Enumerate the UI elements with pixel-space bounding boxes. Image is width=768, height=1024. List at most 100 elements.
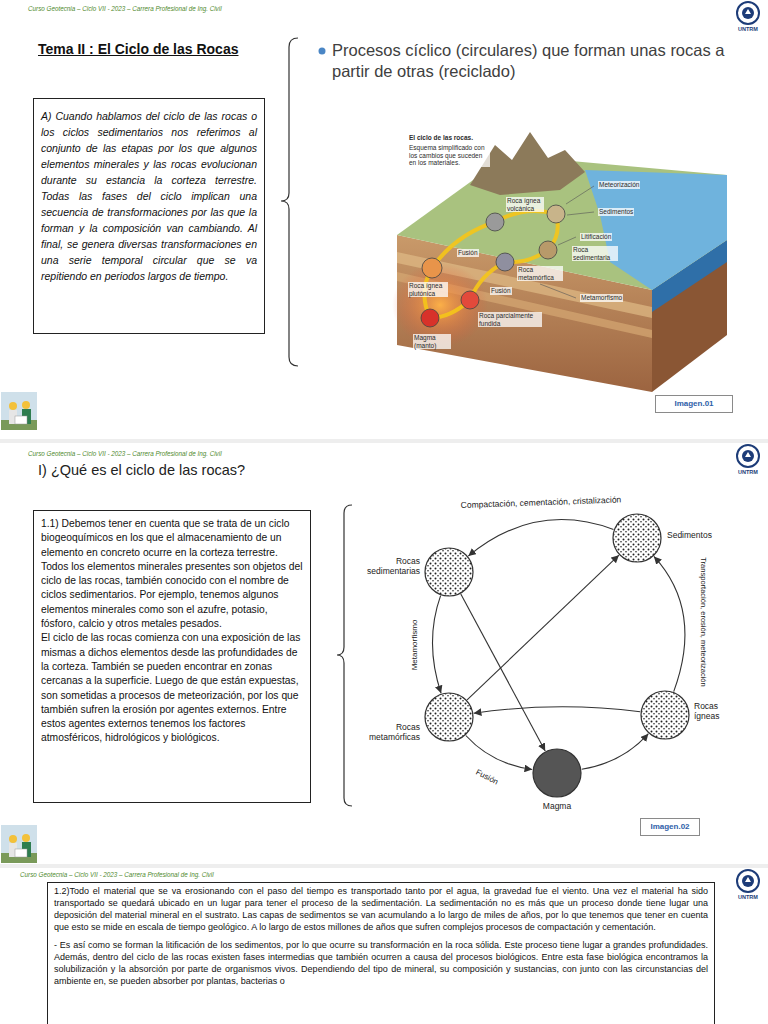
- rock-disc: [425, 548, 473, 596]
- plan-sheet: [15, 416, 27, 424]
- logo-caption: UNTRM: [730, 26, 766, 32]
- rock-sample: [486, 213, 504, 231]
- photo-icon: [1, 825, 37, 863]
- process-label: Litificación: [580, 233, 612, 241]
- magma-circle: Magma: [532, 748, 582, 798]
- logo-caption: UNTRM: [730, 894, 766, 900]
- paragraph: 1.1) Debemos tener en cuenta que se trat…: [41, 517, 303, 631]
- logo-core: [742, 875, 754, 887]
- rock-label: Roca ígnea plutónica: [408, 282, 448, 297]
- rock-disc: [613, 514, 661, 562]
- rock-name: Sedimentos: [667, 530, 727, 540]
- cycle-arrow: [467, 555, 619, 700]
- text-box: 1.1) Debemos tener en cuenta que se trat…: [33, 510, 311, 803]
- logo-core: [742, 7, 754, 19]
- bullet-text: Procesos cíclico (circulares) que forman…: [332, 40, 757, 82]
- process-label: Fusión: [457, 249, 479, 257]
- process-label: Sedimentos: [598, 208, 634, 216]
- cycle-arrow: [466, 736, 532, 770]
- helmet: [22, 401, 30, 409]
- leader-line: [540, 284, 576, 298]
- rock-disc: [641, 691, 689, 739]
- course-header: Curso Geotecnia – Ciclo VII - 2023 – Car…: [20, 871, 214, 878]
- university-logo: [737, 870, 759, 892]
- plan-sheet: [15, 849, 27, 857]
- process-label: Compactación, cementación, cristalizació…: [459, 495, 624, 510]
- paragraph: El ciclo de las rocas comienza con una e…: [41, 631, 303, 745]
- process-label: Meteorización: [598, 181, 640, 189]
- rock-sample: [496, 253, 514, 271]
- cycle-arrow: [468, 520, 613, 557]
- process-label: Fusión: [490, 287, 512, 295]
- curly-brace: [281, 38, 298, 366]
- rock-label: Roca ígnea volcánica: [506, 197, 544, 212]
- photo-icon: [1, 392, 37, 430]
- rock-disc: [425, 693, 473, 741]
- rock-circle: Rocas metamórficas: [424, 692, 474, 742]
- rock-sample: [547, 205, 565, 223]
- course-header: Curso Geotecnia – Ciclo VII - 2023 – Car…: [28, 450, 222, 457]
- slide-heading: I) ¿Qué es el ciclo de las rocas?: [38, 462, 245, 478]
- circle-outline: [424, 547, 474, 597]
- logo-ring: [737, 445, 759, 467]
- photo-sky: [1, 392, 37, 430]
- logo-mark: [745, 877, 751, 882]
- rock-sample: [461, 291, 479, 309]
- cycle-arrow: [654, 556, 685, 691]
- sea-surface: [585, 170, 727, 290]
- cycle-arrow: [474, 707, 641, 714]
- rock-sample: [539, 241, 557, 259]
- process-label: Metamorfismo: [580, 294, 623, 302]
- logo-ring: [737, 870, 759, 892]
- helmet: [9, 402, 17, 410]
- curly-brace: [337, 505, 352, 806]
- figure-number: Imagen.01: [656, 396, 732, 412]
- university-logo: [737, 445, 759, 467]
- rock-disc: [533, 749, 581, 797]
- rock-name: Magma: [527, 801, 587, 811]
- logo-core: [742, 450, 754, 462]
- rock-circle: Sedimentos: [612, 513, 662, 563]
- rock-circle: Rocas sedimentarias: [424, 547, 474, 597]
- photo-sky: [1, 825, 37, 863]
- process-label: Metamorfismo: [410, 618, 419, 673]
- slide-separator: [0, 439, 768, 443]
- paragraph: A) Cuando hablamos del ciclo de las roca…: [41, 108, 257, 284]
- cycle-arrow: [582, 734, 649, 770]
- figure-number: Imagen.02: [641, 819, 699, 835]
- rock-label: Magma (manto): [413, 334, 451, 349]
- paragraph: - Es así como se forman la litificación …: [54, 939, 708, 987]
- logo-mark: [745, 9, 751, 14]
- process-label: Transportación, erosión, meteorización: [699, 555, 708, 688]
- leader-line: [567, 212, 594, 215]
- university-logo: [737, 2, 759, 24]
- logo-caption: UNTRM: [730, 469, 766, 475]
- slide-title: Tema II : El Ciclo de las Rocas: [38, 41, 238, 57]
- figure-note: Esquema simplificado con los cambios que…: [408, 144, 490, 167]
- figure-tag: Imagen.02: [640, 818, 700, 836]
- figure-title: El ciclo de las rocas.: [408, 134, 474, 142]
- rock-sample: [422, 258, 442, 278]
- text-box: A) Cuando hablamos del ciclo de las roca…: [33, 98, 265, 334]
- circle-outline: [424, 692, 474, 742]
- leader-line: [566, 186, 594, 204]
- logo-mark: [745, 452, 751, 457]
- leader-line: [558, 237, 576, 245]
- rock-label: Roca sedimentaria: [572, 246, 618, 261]
- helmet: [22, 834, 30, 842]
- rock-name: Rocas metamórficas: [362, 722, 420, 742]
- slide-separator: [0, 864, 768, 868]
- text-box: 1.2)Todo el material que se va erosionan…: [47, 882, 715, 1024]
- rock-sample: [421, 309, 439, 327]
- cycle-arrow: [461, 594, 545, 751]
- rock-name: Rocas sedimentarias: [360, 556, 420, 576]
- rock-cycle-block-diagram: [392, 132, 727, 392]
- rock-name: Rocas ígneas: [694, 701, 728, 721]
- cycle-arrow: [432, 596, 441, 694]
- bullet-dot: [319, 48, 326, 55]
- rock-circle: Rocas ígneas: [640, 690, 690, 740]
- cycle-arrows: [424, 211, 557, 318]
- circle-outline: [612, 513, 662, 563]
